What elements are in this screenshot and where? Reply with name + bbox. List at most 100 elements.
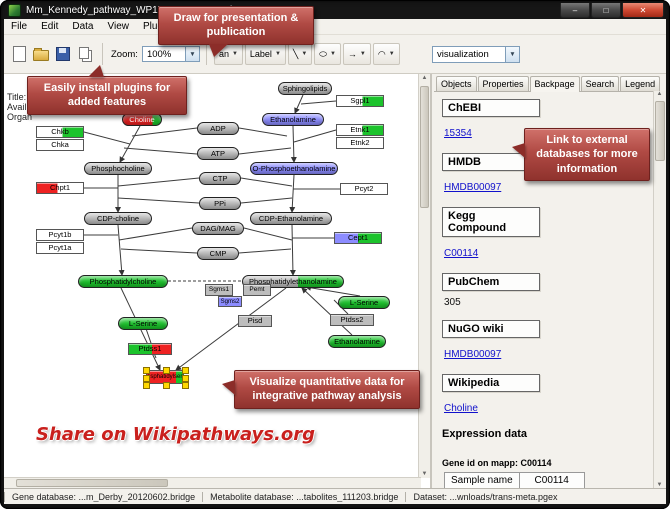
- pathway-node-atp[interactable]: ATP: [197, 147, 239, 160]
- tool-button-label[interactable]: Label▼: [244, 42, 286, 65]
- pathway-node-adp[interactable]: ADP: [197, 122, 239, 135]
- database-id-link[interactable]: HMDB00097: [444, 349, 502, 360]
- new-file-button[interactable]: [9, 44, 29, 64]
- sidebar-scrollbar[interactable]: ▲ ▼: [653, 91, 666, 488]
- app-icon: [8, 4, 21, 17]
- save-button[interactable]: [53, 44, 73, 64]
- pathway-node-phosphatidylcholine[interactable]: Phosphatidylcholine: [78, 275, 168, 288]
- pathway-node-o-phosphoethanolamine[interactable]: O-Phosphoethanolamine: [250, 162, 338, 175]
- canvas-horizontal-scrollbar[interactable]: [4, 477, 421, 488]
- database-id-link[interactable]: Choline: [444, 403, 478, 414]
- pathway-node-phosphocholine[interactable]: Phosphocholine: [84, 162, 152, 175]
- pathway-node-l-serine[interactable]: L-Serine: [118, 317, 168, 330]
- copy-button[interactable]: [75, 44, 95, 64]
- pathway-node-cdp-choline[interactable]: CDP-choline: [84, 212, 152, 225]
- tab-legend[interactable]: Legend: [620, 76, 661, 91]
- chevron-down-icon[interactable]: ▼: [329, 51, 336, 58]
- zoom-combobox[interactable]: 100% ▼: [141, 46, 200, 62]
- scroll-down-icon[interactable]: ▼: [421, 471, 428, 477]
- status-bar: Gene database: ...m_Derby_20120602.bridg…: [4, 488, 666, 504]
- pathway-node-ethanolamine[interactable]: Ethanolamine: [262, 113, 324, 126]
- scroll-up-icon[interactable]: ▲: [421, 75, 428, 81]
- selection-handle[interactable]: [182, 367, 189, 374]
- pathway-node-sgms1[interactable]: Sgms1: [205, 284, 233, 296]
- open-file-button[interactable]: [31, 44, 51, 64]
- scrollbar-thumb[interactable]: [420, 86, 429, 208]
- chevron-down-icon[interactable]: ▼: [274, 50, 281, 57]
- tab-search[interactable]: Search: [580, 76, 620, 91]
- pathway-node-etnk2[interactable]: Etnk2: [336, 137, 384, 149]
- pathway-node-chkb[interactable]: Chkb: [36, 126, 84, 138]
- pathway-node-ptdss2[interactable]: Ptdss2: [330, 314, 374, 326]
- chevron-down-icon[interactable]: ▼: [388, 51, 395, 58]
- close-button[interactable]: ✕: [622, 3, 664, 18]
- canvas-vertical-scrollbar[interactable]: ▲ ▼: [418, 74, 430, 478]
- pathway-node-pcyt1b[interactable]: Pcyt1b: [36, 229, 84, 241]
- pathway-node-pisd[interactable]: Pisd: [238, 315, 272, 327]
- menu-item-file[interactable]: File: [11, 21, 28, 32]
- pathway-node-ethanolamine[interactable]: Ethanolamine: [328, 335, 386, 348]
- database-header: Kegg Compound: [442, 207, 540, 237]
- pathway-node-etnk1[interactable]: Etnk1: [336, 124, 384, 136]
- selection-handle[interactable]: [182, 375, 189, 382]
- selection-handle[interactable]: [143, 375, 150, 382]
- pathway-node-l-serine[interactable]: L-Serine: [338, 296, 390, 309]
- pathway-node-chpt1[interactable]: Chpt1: [36, 182, 84, 194]
- chevron-down-icon[interactable]: ▼: [301, 51, 308, 58]
- maximize-button[interactable]: □: [591, 3, 621, 18]
- tab-properties[interactable]: Properties: [477, 76, 529, 91]
- menu-item-data[interactable]: Data: [72, 21, 94, 32]
- pathway-node-pcyt1a[interactable]: Pcyt1a: [36, 242, 84, 254]
- selection-handle[interactable]: [182, 382, 189, 389]
- pathway-node-ppi[interactable]: PPi: [199, 197, 241, 210]
- chevron-down-icon[interactable]: ▼: [505, 47, 519, 62]
- selection-handle[interactable]: [163, 382, 170, 389]
- tab-backpage[interactable]: Backpage: [529, 76, 580, 92]
- callout-tail: [222, 380, 235, 395]
- toolbar-separator: [205, 43, 207, 65]
- pathway-node-chka[interactable]: Chka: [36, 139, 84, 151]
- pathway-node-dag-mag[interactable]: DAG/MAG: [192, 222, 244, 235]
- pathway-node-sgms2[interactable]: Sgms2: [218, 296, 242, 307]
- pathway-meta-label: Title:: [7, 92, 27, 102]
- chevron-down-icon[interactable]: ▼: [359, 50, 366, 57]
- visualization-combobox[interactable]: visualization ▼: [432, 46, 520, 63]
- tool-button-x[interactable]: →▼: [342, 42, 371, 65]
- scrollbar-thumb[interactable]: [16, 479, 168, 487]
- tab-objects[interactable]: Objects: [436, 76, 477, 91]
- menu-item-view[interactable]: View: [107, 21, 129, 32]
- title-bar[interactable]: Mm_Kennedy_pathway_WP1771_45176.gpml – □…: [6, 2, 664, 19]
- selection-handle[interactable]: [143, 367, 150, 374]
- pathway-node-choline[interactable]: Choline: [122, 113, 162, 126]
- scroll-up-icon[interactable]: ▲: [656, 91, 663, 97]
- pathway-node-cmp[interactable]: CMP: [197, 247, 239, 260]
- database-id-link[interactable]: C00114: [444, 248, 479, 259]
- chevron-down-icon[interactable]: ▼: [184, 47, 199, 61]
- pathway-node-pemt[interactable]: Pemt: [243, 284, 271, 296]
- pathway-node-cdp-ethanolamine[interactable]: CDP-Ethanolamine: [250, 212, 332, 225]
- minimize-button[interactable]: –: [560, 3, 590, 18]
- callout-visualize: Visualize quantitative data for integrat…: [222, 370, 420, 409]
- pathway-node-pcyt2[interactable]: Pcyt2: [340, 183, 388, 195]
- pathway-node-ctp[interactable]: CTP: [199, 172, 241, 185]
- pathway-node-cept1[interactable]: Cept1: [334, 232, 382, 244]
- tool-button-x[interactable]: ⬭▼: [314, 43, 341, 66]
- callout-draw: Draw for presentation & publication: [158, 6, 314, 57]
- pathway-meta-label: Organ: [7, 112, 33, 122]
- selection-handle[interactable]: [163, 367, 170, 374]
- pathway-node-sgpl1[interactable]: Sgpl1: [336, 95, 384, 107]
- tool-button-x[interactable]: ╲▼: [287, 43, 313, 66]
- selection-handle[interactable]: [143, 382, 150, 389]
- callout-link-text: Link to external databases for more info…: [536, 134, 638, 175]
- pathway-node-sphingolipids[interactable]: Sphingolipids: [278, 82, 332, 95]
- pathway-node-ptdss1[interactable]: Ptdss1: [128, 343, 172, 355]
- database-id-link[interactable]: HMDB00097: [444, 182, 502, 193]
- database-id-link[interactable]: 15354: [444, 128, 472, 139]
- chevron-down-icon[interactable]: ▼: [231, 50, 238, 57]
- scrollbar-thumb[interactable]: [655, 101, 665, 161]
- tool-button-x[interactable]: ◠▼: [372, 43, 400, 66]
- scroll-down-icon[interactable]: ▼: [656, 482, 663, 488]
- menu-item-edit[interactable]: Edit: [41, 21, 59, 32]
- database-header: PubChem: [442, 273, 540, 291]
